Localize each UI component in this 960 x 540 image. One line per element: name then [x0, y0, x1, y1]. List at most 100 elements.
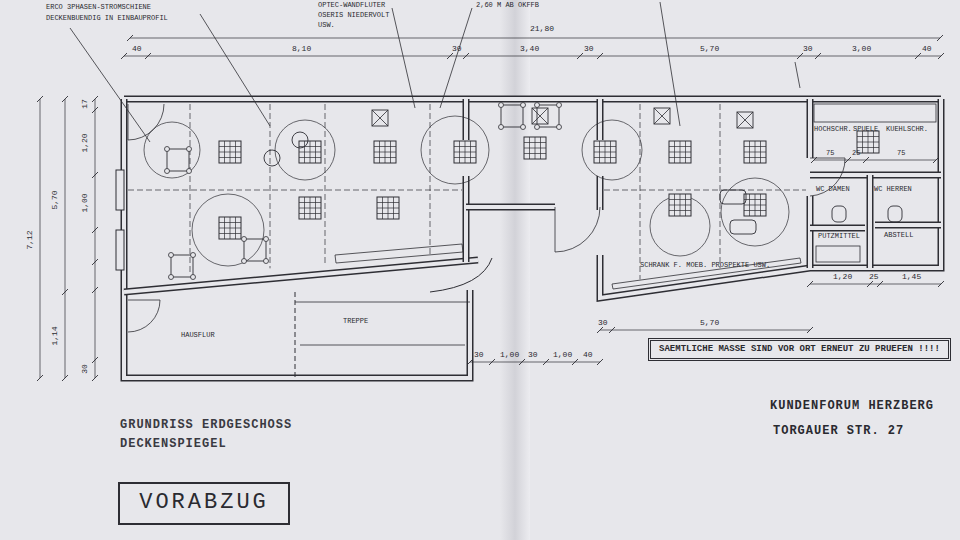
dimension-tick — [807, 281, 813, 287]
chair — [264, 259, 269, 264]
dimension-line — [810, 284, 941, 285]
dimension-tick — [867, 281, 873, 287]
wall — [807, 99, 814, 158]
chair — [187, 169, 192, 174]
dimension-tick — [938, 53, 944, 59]
grid-light-bar — [374, 157, 396, 158]
dimension-tick — [145, 53, 151, 59]
grid-light-bar — [744, 205, 766, 206]
dimension: 3,00 — [852, 45, 871, 53]
grid-light-bar — [299, 157, 321, 158]
fixture-label: KUEHLSCHR. — [886, 126, 928, 133]
wall-washer-cross — [737, 112, 753, 128]
shelf — [335, 244, 463, 263]
dimension-tick — [92, 96, 98, 102]
window — [116, 230, 124, 270]
dimension-tick — [463, 53, 469, 59]
dimension-tick — [37, 96, 43, 102]
dimension-tick — [797, 53, 803, 59]
dimension: 40 — [922, 45, 932, 53]
wall — [810, 225, 865, 232]
wall-core — [598, 176, 602, 210]
dimension-tick — [467, 359, 473, 365]
dimension-tick — [92, 107, 98, 113]
table — [244, 239, 266, 261]
wall-washer — [654, 108, 670, 124]
grid-light — [374, 141, 396, 163]
dimension-tick — [933, 157, 939, 163]
fixture-label: ABSTELL — [884, 232, 913, 239]
dimension-tick — [609, 327, 615, 333]
dimension: 1,00 — [81, 193, 89, 212]
node-text: HAUSFLUR — [181, 331, 215, 339]
grid-light-bar — [540, 137, 541, 159]
callout-text: OSERIS NIEDERVOLT — [318, 12, 389, 19]
chair — [187, 147, 192, 152]
grid-light-bar — [873, 131, 874, 153]
dimension-tick — [811, 157, 817, 163]
grid-light-bar — [685, 194, 686, 216]
dimension-tick — [489, 359, 495, 365]
paper-fold — [500, 0, 530, 540]
dimension-tick — [62, 289, 68, 295]
dimension: 3,40 — [520, 45, 539, 53]
dimension-tick — [92, 357, 98, 363]
wall-core — [810, 173, 941, 177]
grid-light-bar — [760, 194, 761, 216]
chair — [242, 259, 247, 264]
dimension-tick — [877, 281, 883, 287]
dimension: 30 — [474, 351, 484, 359]
table — [501, 105, 523, 127]
wall-washer-cross — [654, 108, 670, 124]
wall — [810, 172, 941, 179]
grid-light-bar — [219, 152, 241, 153]
grid-light-bar — [390, 141, 391, 163]
dimension-tick — [938, 281, 944, 287]
node-text: SAEMTLICHE MASSE SIND VOR ORT ERNEUT ZU … — [659, 344, 940, 355]
grid-light-bar — [219, 233, 241, 234]
dimension-line — [65, 99, 66, 378]
grid-light — [299, 197, 321, 219]
wall-core — [875, 223, 941, 227]
dimension: 1,00 — [553, 351, 572, 359]
grid-light — [669, 194, 691, 216]
grid-light-bar — [454, 152, 476, 153]
dimension-tick — [815, 53, 821, 59]
dimension: 75 — [897, 150, 905, 157]
grid-light-bar — [744, 210, 766, 211]
dimension-tick — [92, 172, 98, 178]
grid-light-bar — [299, 152, 321, 153]
dimension-tick — [127, 35, 133, 41]
chair — [499, 103, 504, 108]
chair — [165, 169, 170, 174]
stair-edge — [295, 302, 470, 303]
grid-light — [744, 194, 766, 216]
grid-light — [454, 141, 476, 163]
chair — [191, 253, 196, 258]
table — [167, 149, 189, 171]
dimension: 1,20 — [833, 273, 852, 281]
dimension-tick — [572, 359, 578, 365]
wall — [124, 96, 941, 103]
wall-core — [464, 99, 468, 140]
grid-light — [299, 141, 321, 163]
wall-washer-cross — [372, 110, 388, 126]
callout-text: OPTEC-WANDFLUTER — [318, 2, 385, 9]
light-cone — [144, 122, 200, 178]
chair — [557, 103, 562, 108]
project-address: TORGAUER STR. 27 — [773, 425, 904, 437]
round-stool — [292, 132, 308, 148]
light-cone — [582, 120, 642, 180]
toilet — [888, 206, 902, 222]
dimension-line — [814, 160, 936, 161]
grid-light-bar — [235, 217, 236, 239]
dimension-line — [95, 99, 96, 378]
dimension: 5,70 — [51, 190, 59, 209]
chair — [521, 125, 526, 130]
grid-light-bar — [219, 228, 241, 229]
dimension: 25 — [852, 150, 860, 157]
grid-light-bar — [299, 213, 321, 214]
dimension-tick — [121, 53, 127, 59]
